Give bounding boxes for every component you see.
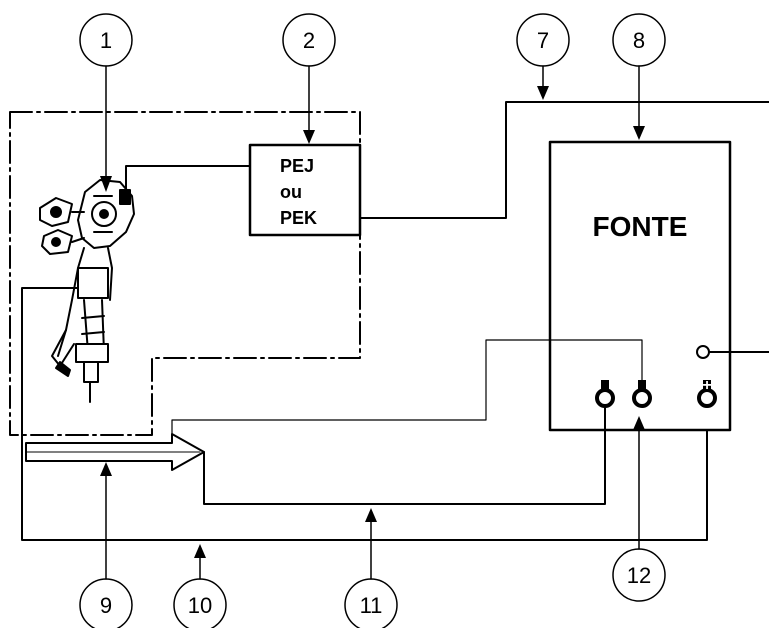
positive-sign: + <box>702 377 711 394</box>
welding-torch <box>39 179 135 403</box>
power-source-label: FONTE <box>593 211 688 242</box>
positive-terminal-icon <box>697 380 717 408</box>
callout-1: 1 <box>100 28 112 53</box>
callout-12: 12 <box>627 563 651 588</box>
torch-control-cable <box>125 165 251 197</box>
callout-2: 2 <box>303 28 315 53</box>
callout-8: 8 <box>633 28 645 53</box>
callout-10: 10 <box>188 593 212 618</box>
negative-sign: - <box>603 369 608 386</box>
enclosure-outline <box>9 111 361 436</box>
callout-circles <box>79 13 666 628</box>
side-terminal-icon <box>696 345 710 359</box>
controller-label-line2: ou <box>280 182 302 202</box>
work-cable <box>203 407 606 505</box>
controller-label-line3: PEK <box>280 208 317 228</box>
ground-lead <box>21 287 708 541</box>
control-cable <box>359 101 769 219</box>
callout-11: 11 <box>360 593 383 618</box>
controller-label-line1: PEJ <box>280 156 314 176</box>
callout-7: 7 <box>537 28 549 53</box>
leader-arrowheads <box>100 86 645 558</box>
callout-9: 9 <box>100 593 112 618</box>
sense-lead <box>171 339 643 438</box>
leader-lines <box>105 65 640 580</box>
negative-terminal-icon <box>595 380 615 408</box>
controller-box <box>248 143 362 237</box>
signal-terminal-icon <box>632 380 652 408</box>
